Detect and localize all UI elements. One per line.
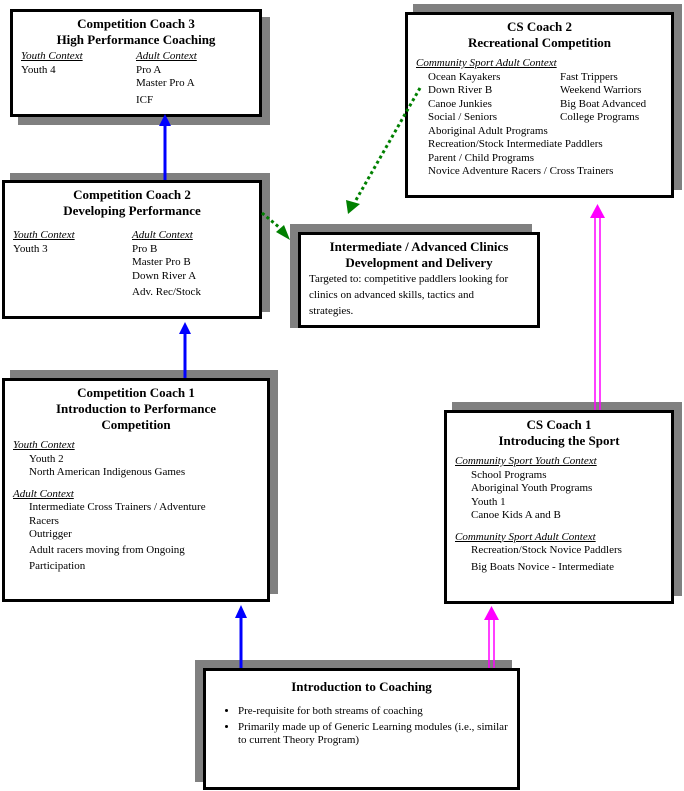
list-item: Pro B [132,242,158,255]
box-subtitle: Development and Delivery [345,255,493,270]
clinics-box: Intermediate / Advanced Clinics Developm… [298,232,540,328]
list-item: Master Pro A [136,77,195,89]
list-item: Canoe Kids A and B [471,509,561,521]
youth-context-label: Youth Context [13,439,75,451]
box-title: Competition Coach 1 [77,385,195,400]
adult-context-label: Community Sport Adult Context [416,57,557,69]
list-item: Master Pro B [132,256,191,268]
box-subtitle: Introducing the Sport [498,433,620,448]
list-item: Aboriginal Youth Programs [471,482,593,494]
list-item: Recreation/Stock Novice Paddlers [471,544,622,556]
list-item: Parent / Child Programs [428,151,535,164]
cs-coach-1-box: CS Coach 1 Introducing the Sport Communi… [444,410,674,604]
youth-context-label: Youth Context [13,229,75,241]
blue-arrow [159,114,171,180]
box-title: Competition Coach 3 [77,16,195,31]
competition-coach-1-box: Competition Coach 1 Introduction to Perf… [2,378,270,602]
list-item: North American Indigenous Games [29,466,186,478]
list-item: Big Boats Novice - Intermediate [471,560,614,573]
list-item: Youth 4 [21,63,56,76]
list-item: Adv. Rec/Stock [132,286,201,298]
blue-arrow [179,322,191,378]
list-item: ICF [136,93,154,106]
list-item: Big Boat Advanced [560,97,647,110]
box-subtitle: Developing Performance [63,203,201,218]
list-item: Canoe Junkies [428,97,492,110]
list-item: Ocean Kayakers [428,70,501,83]
list-item: Adult racers moving from Ongoing Partici… [29,543,185,572]
bullet-item: Primarily made up of Generic Learning mo… [238,721,509,748]
box-subtitle: Recreational Competition [467,35,612,50]
blue-arrow [235,605,247,668]
list-item: Aboriginal Adult Programs [428,124,548,137]
list-item: Youth 2 [29,452,64,465]
adult-context-label: Adult Context [136,50,197,62]
list-item: Down River A [132,269,197,282]
box-title: Introduction to Coaching [291,679,432,694]
magenta-arrow [590,204,605,410]
green-dotted-arrow [346,87,422,214]
adult-context-label: Adult Context [132,229,193,241]
youth-context-label: Youth Context [21,50,83,62]
youth-context-label: Community Sport Youth Context [455,455,597,467]
list-item: Novice Adventure Racers / Cross Trainers [428,165,614,177]
box-title: Intermediate / Advanced Clinics [329,239,509,254]
green-dotted-arrow [261,211,290,240]
list-item: Outrigger [29,528,72,540]
list-item: Down River B [428,84,493,96]
list-item: Intermediate Cross Trainers / Adventure … [29,501,206,527]
list-item: Social / Seniors [428,111,498,123]
list-item: Youth 3 [13,242,48,255]
list-item: Recreation/Stock Intermediate Paddlers [428,138,603,150]
box-subtitle: High Performance Coaching [56,32,216,47]
list-item: Fast Trippers [560,70,618,83]
adult-context-label: Community Sport Adult Context [455,530,596,543]
cs-coach-2-box: CS Coach 2 Recreational Competition Comm… [405,12,674,198]
list-item: Youth 1 [471,495,506,508]
competition-coach-2-box: Competition Coach 2 Developing Performan… [2,180,262,319]
introduction-to-coaching-box: Introduction to Coaching Pre-requisite f… [203,668,520,790]
magenta-arrow [484,606,499,668]
box-title: Competition Coach 2 [73,187,191,202]
list-item: School Programs [471,468,547,481]
list-item: College Programs [560,111,640,123]
competition-coach-3-box: Competition Coach 3 High Performance Coa… [10,9,262,117]
bullet-item: Pre-requisite for both streams of coachi… [238,705,509,719]
adult-context-label: Adult Context [13,487,74,500]
list-item: Weekend Warriors [560,84,642,96]
box-title: CS Coach 1 [526,417,592,432]
box-subtitle: Introduction to Performance Competition [55,401,217,432]
box-title: CS Coach 2 [506,19,572,34]
list-item: Pro A [136,63,162,76]
clinics-description: Targeted to: competitive paddlers lookin… [309,273,509,317]
